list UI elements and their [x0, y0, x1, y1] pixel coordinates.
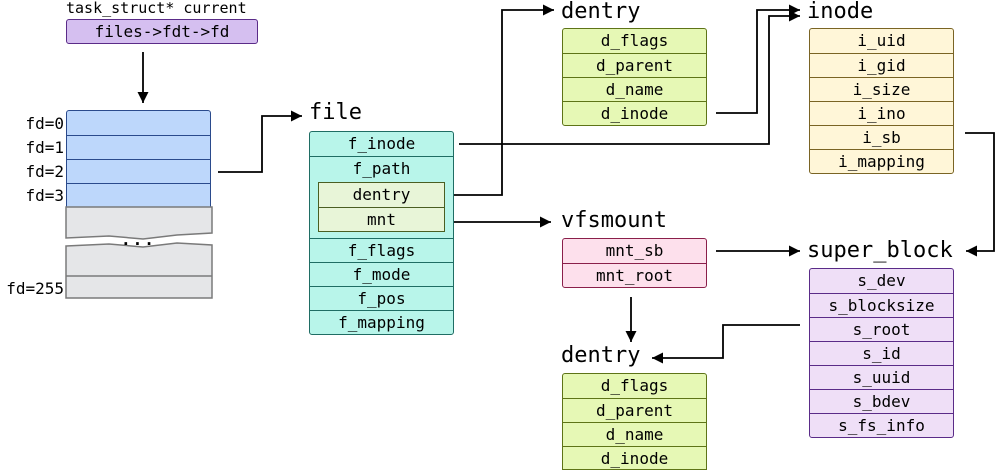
sb-field-s-bdev: s_bdev	[810, 389, 953, 413]
vfsmount-struct: mnt_sb mnt_root	[562, 238, 707, 288]
file-path-struct: dentry mnt	[310, 180, 453, 238]
dentry-field-d-inode: d_inode	[563, 101, 706, 125]
path-field-dentry: dentry	[352, 185, 411, 204]
dentry-field-d-parent: d_parent	[563, 53, 706, 77]
dentry-top-title: dentry	[561, 0, 641, 24]
sb-field-s-uuid: s_uuid	[810, 365, 953, 389]
vfsmount-field-mnt-sb: mnt_sb	[605, 241, 664, 260]
sb-field-s-id: s_id	[810, 341, 953, 365]
file-field-f-pos: f_pos	[310, 286, 453, 310]
super-block-title: super_block	[807, 238, 953, 263]
inode-field-i-ino: i_ino	[810, 101, 953, 125]
dentry-field-d-parent: d_parent	[563, 398, 706, 422]
dentry-field-d-flags: d_flags	[600, 31, 669, 50]
inode-field-i-mapping: i_mapping	[810, 149, 953, 173]
file-field-f-mode: f_mode	[310, 262, 453, 286]
super-block-struct: s_dev s_blocksize s_root s_id s_uuid s_b…	[809, 268, 954, 438]
fd-table-gap	[65, 206, 213, 299]
arrow-dentry-to-dentry	[454, 4, 554, 196]
arrow-sroot-to-dentry	[652, 324, 800, 364]
file-field-f-flags: f_flags	[310, 238, 453, 262]
fd-label: fd=1	[25, 138, 64, 157]
file-field-f-mapping: f_mapping	[310, 310, 453, 334]
file-title: file	[309, 100, 362, 125]
fd-slot	[67, 111, 210, 135]
file-struct: f_inode f_path dentry mnt f_flags f_mode…	[309, 131, 454, 335]
file-field-f-inode: f_inode	[347, 134, 416, 153]
file-field-f-path: f_path	[310, 156, 453, 180]
dentry-field-d-name: d_name	[563, 422, 706, 446]
fd-last-label: fd=255	[6, 279, 64, 298]
arrow-fd-to-file	[218, 110, 302, 173]
inode-title: inode	[807, 0, 874, 24]
dentry-field-d-inode: d_inode	[563, 446, 706, 469]
vfsmount-title: vfsmount	[561, 208, 667, 233]
fd-label: fd=0	[25, 114, 64, 133]
arrow-dinode-to-inode	[716, 4, 800, 114]
fd-slot	[67, 159, 210, 183]
task-files-field: files->fdt->fd	[94, 22, 230, 41]
dentry-bottom-title: dentry	[561, 343, 641, 368]
inode-field-i-size: i_size	[810, 77, 953, 101]
dentry-bottom-struct: d_flags d_parent d_name d_inode	[562, 373, 707, 470]
sb-field-s-fs-info: s_fs_info	[810, 413, 953, 437]
inode-field-i-uid: i_uid	[857, 31, 906, 50]
path-struct: dentry mnt	[318, 182, 445, 232]
fd-table	[66, 110, 211, 208]
inode-field-i-gid: i_gid	[810, 53, 953, 77]
fd-slot	[67, 135, 210, 159]
task-files-box: files->fdt->fd	[66, 19, 258, 44]
fd-label: fd=2	[25, 162, 64, 181]
sb-field-s-dev: s_dev	[857, 271, 906, 290]
fd-slot	[67, 183, 210, 207]
path-field-mnt: mnt	[319, 207, 444, 231]
sb-field-s-blocksize: s_blocksize	[810, 293, 953, 317]
fd-label: fd=3	[25, 186, 64, 205]
sb-field-s-root: s_root	[810, 317, 953, 341]
arrow-finode-to-inode	[459, 10, 800, 145]
arrow-isb-to-superblock	[965, 132, 995, 257]
task-struct-caption: task_struct* current	[66, 0, 247, 17]
inode-struct: i_uid i_gid i_size i_ino i_sb i_mapping	[809, 28, 954, 174]
vfsmount-field-mnt-root: mnt_root	[563, 263, 706, 287]
inode-field-i-sb: i_sb	[810, 125, 953, 149]
dentry-top-struct: d_flags d_parent d_name d_inode	[562, 28, 707, 126]
fd-ellipsis: ...	[121, 230, 156, 249]
dentry-field-d-name: d_name	[563, 77, 706, 101]
dentry-field-d-flags: d_flags	[600, 376, 669, 395]
